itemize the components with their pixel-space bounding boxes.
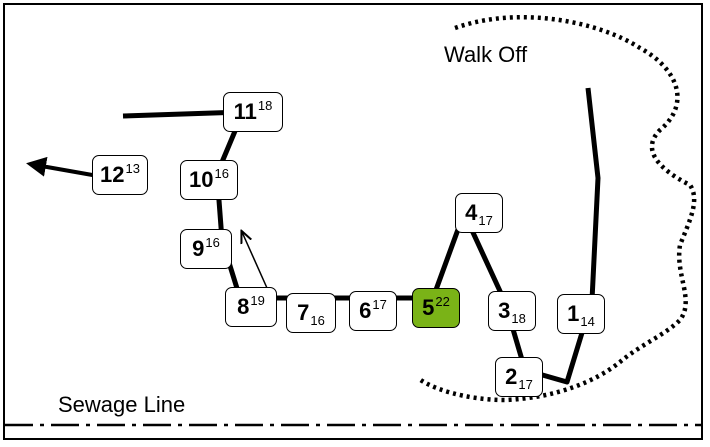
node-number: 3 bbox=[498, 298, 511, 323]
node-number: 7 bbox=[297, 300, 310, 325]
sewage-line-label: Sewage Line bbox=[58, 392, 186, 417]
node-index: 18 bbox=[511, 310, 526, 326]
node-number: 5 bbox=[422, 295, 435, 320]
node-number: 12 bbox=[100, 162, 125, 187]
node-index: 17 bbox=[372, 296, 387, 312]
diagram-frame bbox=[3, 3, 703, 440]
node-index: 17 bbox=[478, 212, 493, 228]
node-number: 6 bbox=[359, 298, 372, 323]
node-number: 11 bbox=[233, 99, 257, 124]
node-index: 17 bbox=[518, 376, 533, 392]
node-index: 13 bbox=[125, 160, 140, 176]
node-index: 16 bbox=[214, 165, 229, 181]
node-index: 14 bbox=[580, 313, 595, 329]
node-index: 16 bbox=[205, 234, 220, 250]
node-index: 22 bbox=[435, 293, 450, 309]
turn-arrow bbox=[242, 232, 268, 289]
exit-arrow bbox=[26, 156, 99, 178]
node-index: 16 bbox=[310, 312, 325, 328]
node-number: 2 bbox=[505, 364, 518, 389]
node-index: 19 bbox=[250, 292, 265, 308]
node-number: 4 bbox=[465, 200, 478, 225]
walk-off-label: Walk Off bbox=[444, 42, 528, 67]
node-number: 1 bbox=[567, 301, 580, 326]
node-number: 8 bbox=[237, 294, 250, 319]
walk-off-boundary bbox=[416, 14, 697, 403]
node-number: 9 bbox=[192, 236, 205, 261]
node-number: 10 bbox=[189, 167, 214, 192]
node-index: 18 bbox=[257, 97, 273, 113]
